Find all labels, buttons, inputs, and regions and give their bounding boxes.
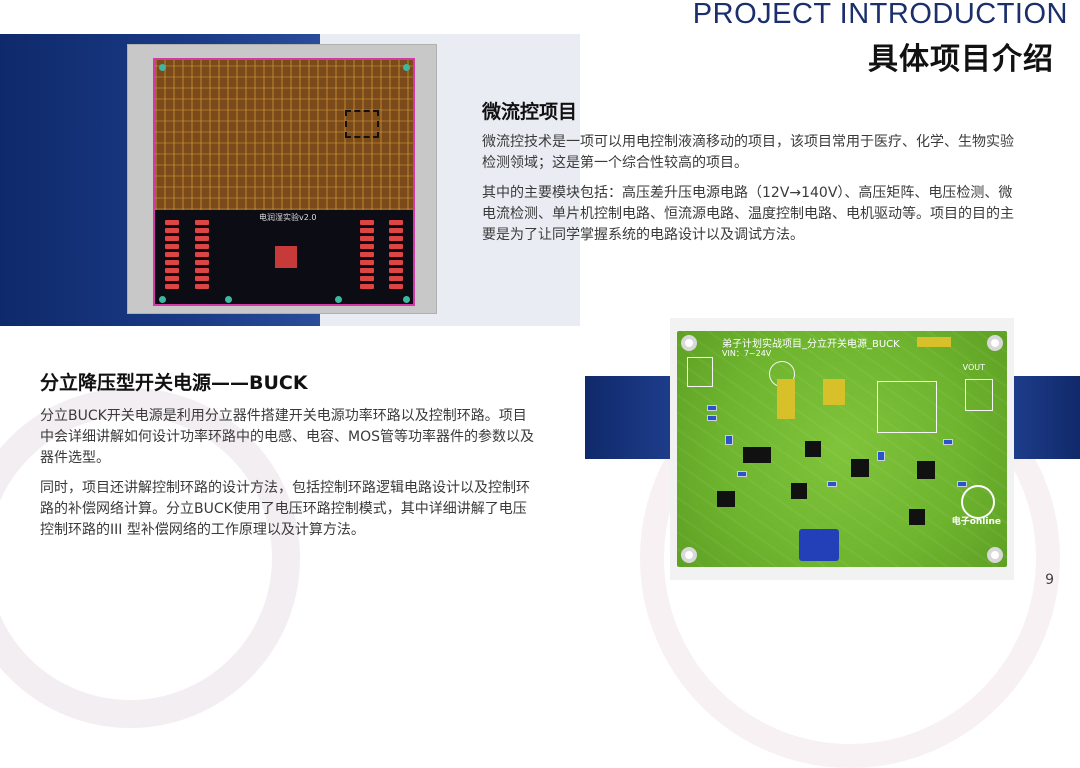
page-number: 9 — [1045, 572, 1054, 588]
via-dot — [335, 296, 342, 303]
pad-column — [360, 220, 374, 289]
pcb-silkscreen-title: 弟子计划实战项目_分立开关电源_BUCK — [722, 339, 900, 350]
pcb-selection-box — [345, 110, 379, 138]
pcb-silkscreen-label: 电润湿实验v2.0 — [259, 213, 317, 222]
section2-paragraph-2: 同时，项目还讲解控制环路的设计方法，包括控制环路逻辑电路设计以及控制环路的补偿网… — [40, 480, 530, 538]
header-title-en: PROJECT INTRODUCTION — [692, 0, 1068, 30]
ic-chip — [717, 491, 735, 507]
output-connector — [965, 379, 993, 411]
decor-navy-small — [585, 376, 670, 459]
inductor-outline — [877, 381, 937, 433]
via-dot — [159, 64, 166, 71]
via-dot — [159, 296, 166, 303]
yellow-component — [823, 379, 845, 405]
smd-cap — [707, 415, 717, 421]
smd-cap — [725, 435, 733, 445]
mount-hole — [987, 547, 1003, 563]
decor-navy-small-right — [1014, 376, 1080, 459]
pcb-layout-image-microfluidic: 电润湿实验v2.0 — [127, 44, 437, 314]
ic-chip — [805, 441, 821, 457]
pad-column — [195, 220, 209, 289]
input-connector — [687, 357, 713, 387]
smd-cap — [943, 439, 953, 445]
mount-hole — [681, 335, 697, 351]
pcb-board-green: 弟子计划实战项目_分立开关电源_BUCK VIN：7~24V VOUT 电子on… — [677, 331, 1007, 567]
pcb-copper-area — [155, 60, 413, 210]
via-dot — [403, 296, 410, 303]
smd-cap — [707, 405, 717, 411]
potentiometer — [799, 529, 839, 561]
section1-paragraph-2: 其中的主要模块包括：高压差升压电源电路（12V→140V）、高压矩阵、电压检测、… — [482, 185, 1014, 243]
smd-cap — [877, 451, 885, 461]
via-dot — [403, 64, 410, 71]
mount-hole — [681, 547, 697, 563]
smd-cap — [737, 471, 747, 477]
ic-chip — [909, 509, 925, 525]
pad-column — [165, 220, 179, 289]
smd-cap — [827, 481, 837, 487]
ic-chip — [791, 483, 807, 499]
ic-chip — [743, 447, 771, 463]
header-title-cn: 具体项目介绍 — [868, 42, 1054, 77]
section2-paragraph-1: 分立BUCK开关电源是利用分立器件搭建开关电源功率环路以及控制环路。项目中会详细… — [40, 408, 534, 466]
via-dot — [225, 296, 232, 303]
section1-paragraph-1: 微流控技术是一项可以用电控制液滴移动的项目，该项目常用于医疗、化学、生物实验检测… — [482, 134, 1014, 171]
pcb-chip — [275, 246, 297, 268]
ic-chip — [851, 459, 869, 477]
pcb-photo-buck: 弟子计划实战项目_分立开关电源_BUCK VIN：7~24V VOUT 电子on… — [670, 318, 1014, 580]
section-title-microfluidic: 微流控项目 — [482, 101, 578, 123]
ic-chip — [917, 461, 935, 479]
yellow-capacitor — [777, 379, 795, 419]
pad-column — [389, 220, 403, 289]
yellow-component — [917, 337, 951, 347]
section-title-buck: 分立降压型开关电源——BUCK — [40, 372, 308, 394]
pcb-vin-label: VIN：7~24V — [722, 349, 772, 358]
pcb-board: 电润湿实验v2.0 — [153, 58, 415, 306]
mount-hole — [987, 335, 1003, 351]
globe-logo-icon — [961, 485, 995, 519]
pcb-vout-label: VOUT — [962, 363, 985, 372]
smd-cap — [957, 481, 967, 487]
pcb-brand-label: 电子online — [951, 517, 1001, 527]
